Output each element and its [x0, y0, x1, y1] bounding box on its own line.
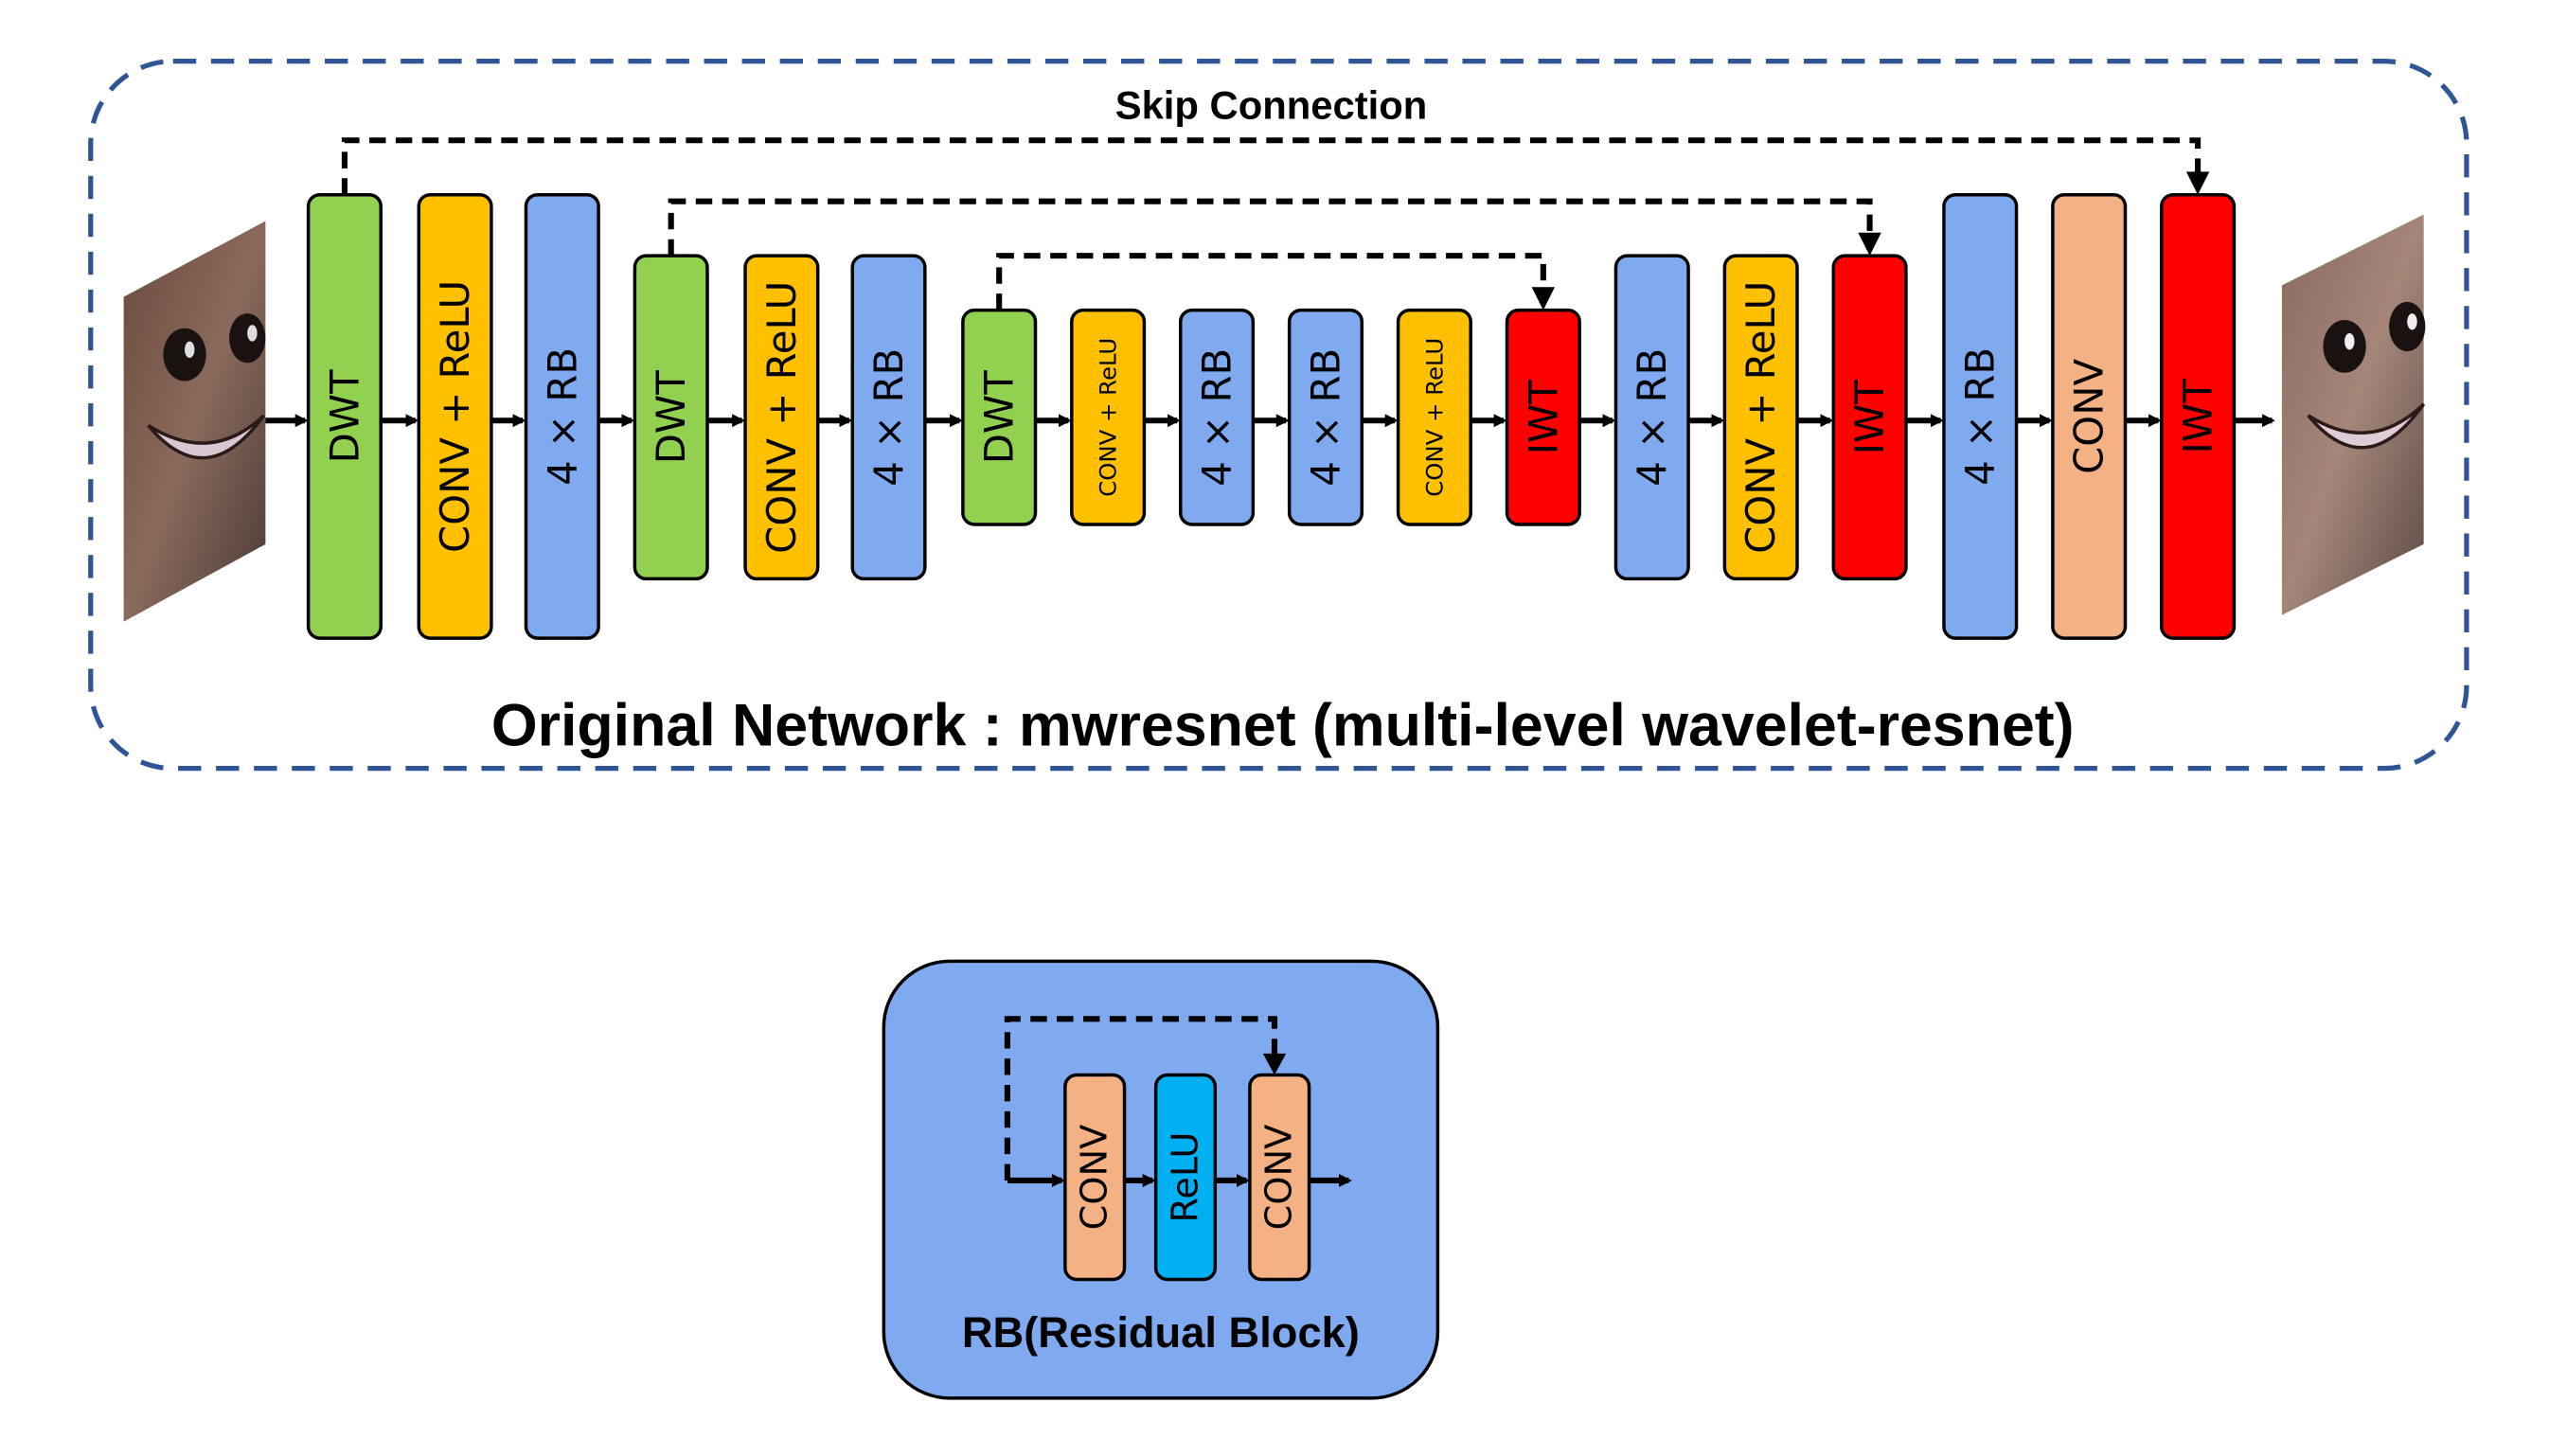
block-dwt: DWT	[633, 254, 709, 581]
output-face-image	[2281, 214, 2426, 615]
network-blocks: DWT CONV + ReLU 4 × RB DWT CONV + ReLU 4 × RB…	[306, 192, 2237, 640]
block-label: IWT	[1846, 380, 1893, 455]
block-label: CONV + ReLU	[432, 280, 478, 553]
block-label: 4 × RB	[1629, 348, 1675, 487]
block-rb: 4 × RB	[1287, 308, 1364, 526]
rb-block-label: ReLU	[1164, 1132, 1206, 1223]
block-iwt: IWT	[1831, 254, 1908, 581]
block-label: CONV + ReLU	[758, 281, 805, 554]
block-label: 4 × RB	[1194, 348, 1240, 487]
rb-block-body	[1248, 1073, 1311, 1282]
rb-block-label: CONV	[1258, 1125, 1301, 1231]
block-body	[2160, 192, 2237, 640]
block-label: 4 × RB	[1957, 347, 2004, 486]
block-body	[1396, 308, 1472, 526]
block-rb: 4 × RB	[850, 254, 927, 581]
skip-connection-label: Skip Connection	[1115, 83, 1428, 128]
block-body	[1505, 308, 1581, 526]
block-body	[1942, 192, 2019, 640]
block-label: CONV	[2066, 359, 2112, 474]
block-conv-relu: CONV + ReLU	[1070, 308, 1147, 526]
skip-connection-line	[668, 198, 1873, 257]
block-rb: 4 × RB	[1613, 254, 1690, 581]
input-face-image	[123, 221, 266, 622]
block-body	[417, 192, 493, 640]
block-label: CONV + ReLU	[1420, 338, 1448, 497]
skip-arrowhead-icon	[1858, 232, 1881, 257]
block-iwt: IWT	[2160, 192, 2237, 640]
skip-arrowhead-icon	[2185, 171, 2210, 195]
block-dwt: DWT	[961, 308, 1038, 526]
rb-title: RB(Residual Block)	[962, 1308, 1360, 1357]
rb-block-relu: ReLU	[1153, 1073, 1218, 1282]
block-body	[1613, 254, 1690, 581]
block-rb: 4 × RB	[524, 192, 600, 640]
block-body	[1831, 254, 1908, 581]
block-conv-relu: CONV + ReLU	[417, 192, 493, 640]
block-label: CONV + ReLU	[1738, 281, 1784, 554]
skip-connection-line	[341, 137, 2201, 195]
block-body	[2051, 192, 2128, 640]
rb-block-body	[1153, 1073, 1218, 1282]
block-body	[306, 192, 383, 640]
rb-block-conv: CONV	[1248, 1073, 1311, 1282]
block-label: IWT	[2175, 379, 2221, 454]
network-title: Original Network : mwresnet (multi-level…	[491, 692, 2075, 758]
skip-connection-line	[996, 253, 1546, 311]
rb-skip-arrowhead-icon	[1262, 1053, 1287, 1075]
skip-arrowhead-icon	[1531, 287, 1556, 311]
block-body	[743, 254, 820, 581]
block-dwt: DWT	[306, 192, 383, 640]
block-body	[524, 192, 600, 640]
rb-block-body	[1063, 1073, 1127, 1282]
rb-block-label: CONV	[1074, 1125, 1116, 1231]
block-label: DWT	[976, 370, 1023, 464]
block-label: 4 × RB	[865, 348, 912, 487]
block-conv: CONV	[2051, 192, 2128, 640]
block-body	[633, 254, 709, 581]
block-conv-relu: CONV + ReLU	[1722, 254, 1799, 581]
rb-skip-line	[1004, 1016, 1278, 1181]
network-frame	[88, 59, 2469, 772]
block-label: 4 × RB	[1302, 348, 1348, 487]
block-body	[850, 254, 927, 581]
block-iwt: IWT	[1505, 308, 1581, 526]
block-body	[1722, 254, 1799, 581]
skip-connections	[341, 137, 2210, 311]
block-body	[961, 308, 1038, 526]
rb-blocks: CONV ReLU CONV	[1004, 1016, 1352, 1282]
rb-block-conv: CONV	[1063, 1073, 1127, 1282]
block-label: 4 × RB	[539, 347, 585, 486]
block-label: CONV + ReLU	[1095, 338, 1122, 497]
block-body	[1070, 308, 1147, 526]
block-body	[1179, 308, 1256, 526]
block-conv-relu: CONV + ReLU	[743, 254, 820, 581]
block-label: DWT	[648, 370, 694, 464]
block-body	[1287, 308, 1364, 526]
block-conv-relu: CONV + ReLU	[1396, 308, 1472, 526]
block-label: IWT	[1520, 380, 1566, 455]
block-rb: 4 × RB	[1179, 308, 1256, 526]
block-label: DWT	[321, 369, 367, 463]
block-rb: 4 × RB	[1942, 192, 2019, 640]
